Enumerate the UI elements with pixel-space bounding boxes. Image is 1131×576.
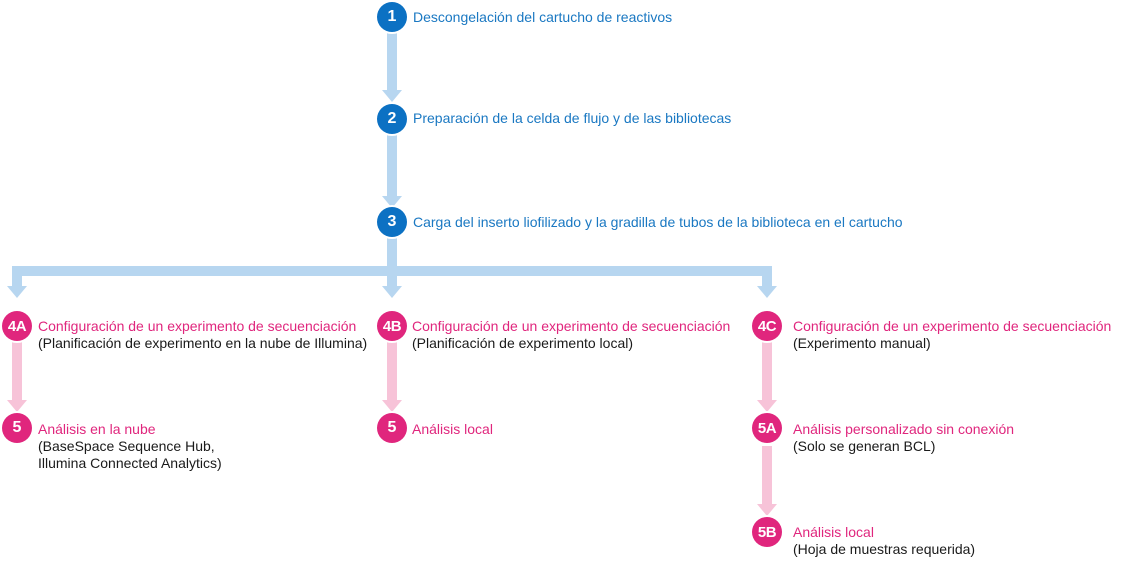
step-1-label: Descongelación del cartucho de reactivos [413, 9, 672, 26]
connector-4b-5 [387, 340, 397, 402]
step-5-cloud-title: Análisis en la nube [38, 421, 156, 437]
branch-mid [387, 266, 397, 288]
step-5a-badge: 5A [752, 413, 782, 443]
blue-connectors [7, 30, 777, 298]
connector-1-2 [387, 30, 397, 92]
step-5-local-badge: 5 [377, 413, 407, 443]
arrowhead-to-3 [382, 196, 402, 208]
step-4c-label: Configuración de un experimento de secue… [793, 318, 1111, 352]
step-5b-title: Análisis local [793, 524, 874, 540]
step-4a-label: Configuración de un experimento de secue… [38, 318, 367, 352]
step-4b-subtitle: (Planificación de experimento local) [412, 335, 633, 351]
step-3-label: Carga del inserto liofilizado y la gradi… [413, 214, 903, 231]
step-5-local-label: Análisis local [412, 421, 493, 438]
step-5b-badge: 5B [752, 517, 782, 547]
step-5b-subtitle: (Hoja de muestras requerida) [793, 541, 976, 557]
connector-5a-5b [762, 446, 772, 506]
step-5-cloud-subtitle-line2: Illumina Connected Analytics) [38, 455, 222, 471]
step-3-badge: 3 [377, 207, 407, 237]
arrowhead-to-5-local [382, 400, 402, 412]
step-3-title: Carga del inserto liofilizado y la gradi… [413, 214, 903, 230]
step-5-cloud-badge: 5 [2, 413, 32, 443]
step-4c-subtitle: (Experimento manual) [793, 335, 931, 351]
step-4a-subtitle: (Planificación de experimento en la nube… [38, 335, 368, 351]
step-5b-label: Análisis local (Hoja de muestras requeri… [793, 524, 975, 558]
connector-3-down [387, 236, 397, 270]
step-5-local-title: Análisis local [412, 421, 493, 437]
connector-4c-5a [762, 340, 772, 402]
step-2-badge: 2 [377, 104, 407, 134]
step-5-cloud-label: Análisis en la nube (BaseSpace Sequence … [38, 421, 222, 472]
step-2-label: Preparación de la celda de flujo y de la… [413, 110, 731, 127]
step-4c-badge: 4C [752, 311, 782, 341]
arrowhead-to-4b [382, 286, 402, 298]
step-1-title: Descongelación del cartucho de reactivos [413, 9, 673, 25]
connector-2-3 [387, 134, 397, 198]
arrowhead-to-5-cloud [7, 400, 27, 412]
step-4c-title: Configuración de un experimento de secue… [793, 318, 1112, 334]
step-5a-subtitle: (Solo se generan BCL) [793, 438, 936, 454]
step-2-title: Preparación de la celda de flujo y de la… [413, 110, 732, 126]
step-5a-label: Análisis personalizado sin conexión (Sol… [793, 421, 1014, 455]
step-5a-title: Análisis personalizado sin conexión [793, 421, 1015, 437]
arrowhead-to-5a [757, 400, 777, 412]
branch-left [12, 266, 22, 288]
arrowhead-to-4c [757, 286, 777, 298]
arrowhead-to-4a [7, 286, 27, 298]
step-4a-title: Configuración de un experimento de secue… [38, 318, 357, 334]
step-4a-badge: 4A [2, 311, 32, 341]
branch-right [762, 266, 772, 288]
step-4b-label: Configuración de un experimento de secue… [412, 318, 730, 352]
step-4b-title: Configuración de un experimento de secue… [412, 318, 731, 334]
arrowhead-to-5b [757, 504, 777, 516]
step-5-cloud-subtitle-line1: (BaseSpace Sequence Hub, [38, 438, 215, 454]
connector-4a-5 [12, 340, 22, 402]
step-1-badge: 1 [377, 2, 407, 32]
arrowhead-to-2 [382, 90, 402, 102]
pink-connectors [7, 340, 777, 516]
step-4b-badge: 4B [377, 311, 407, 341]
